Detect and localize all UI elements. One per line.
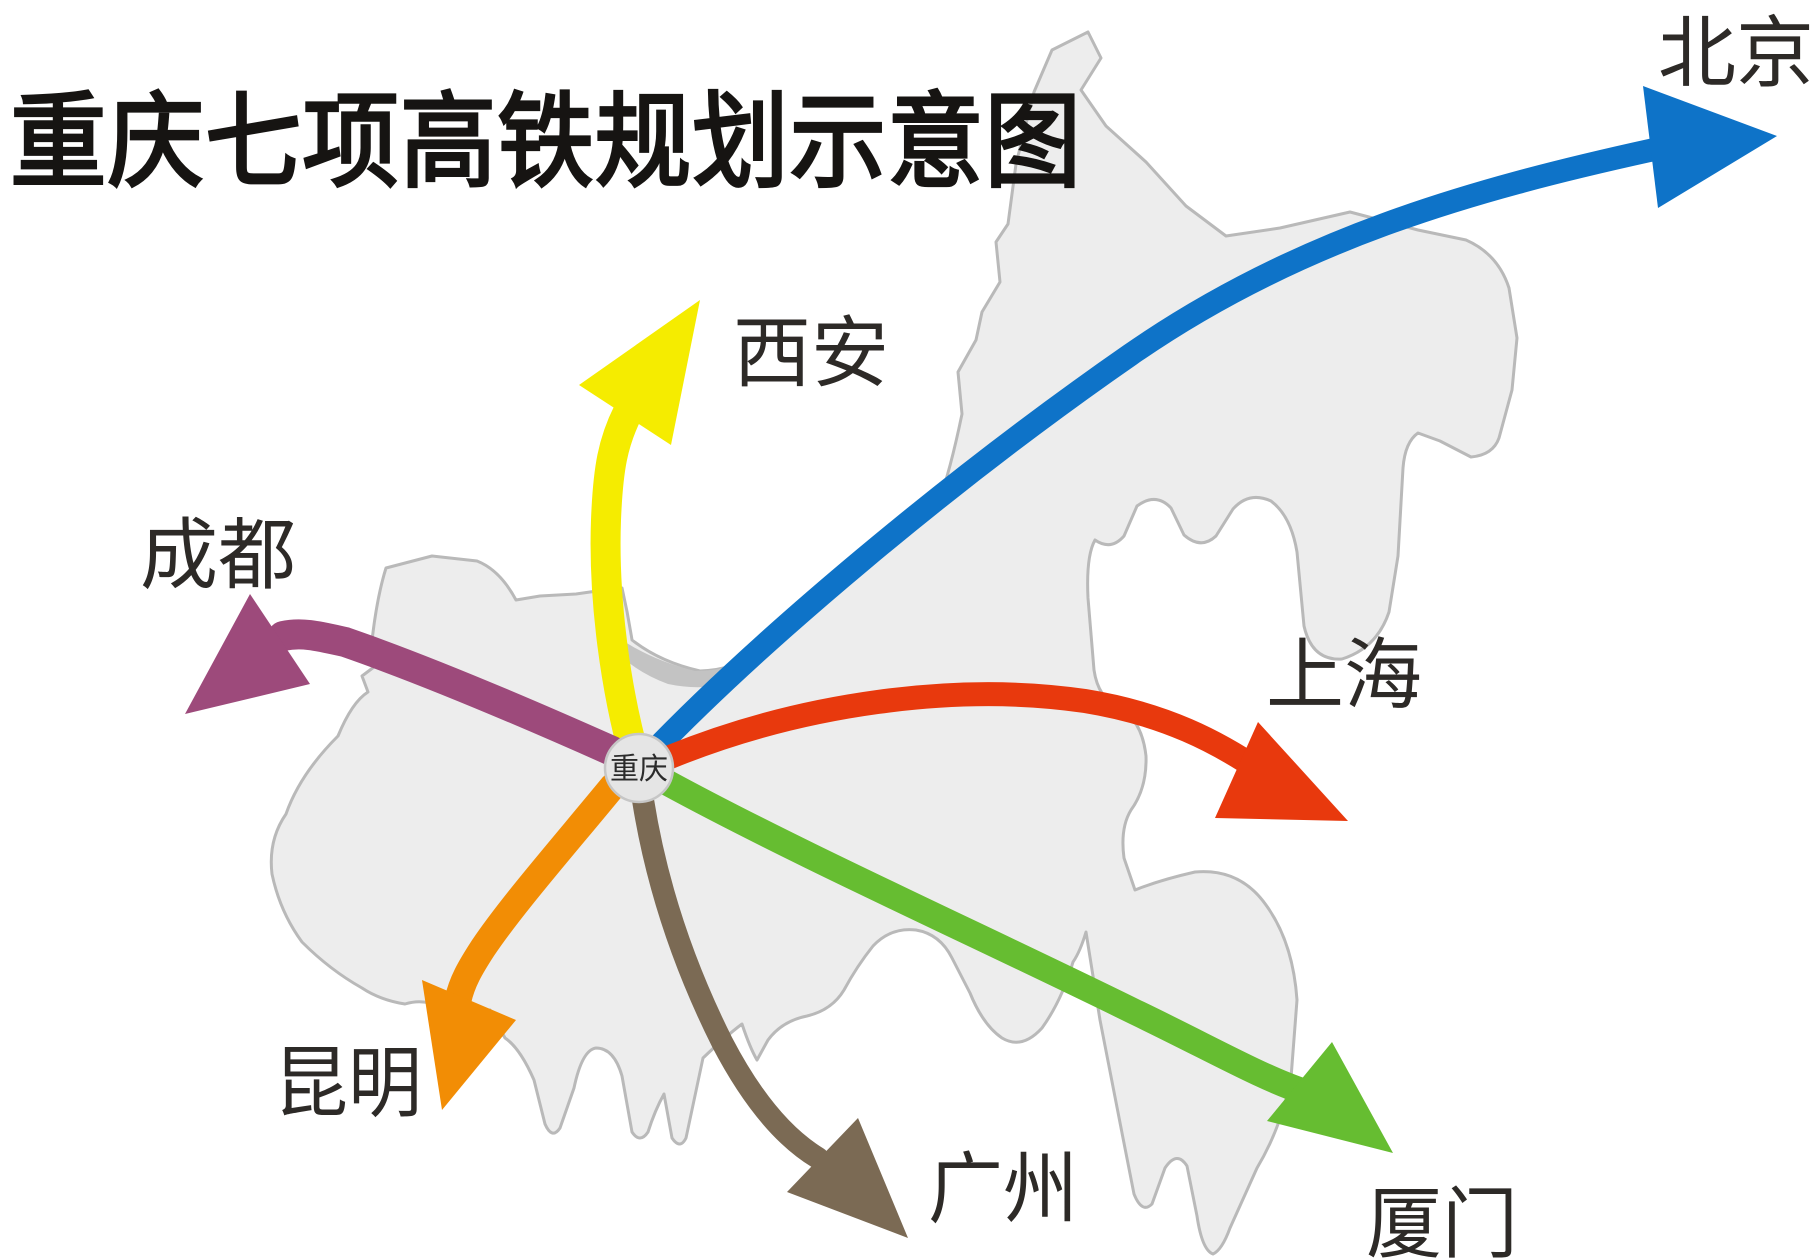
chongqing-map-shape (269, 30, 1519, 1256)
route-chengdu-line (268, 619, 627, 766)
label-shanghai: 上海 (1266, 631, 1422, 721)
route-guangzhou-line (632, 789, 829, 1169)
route-shanghai (658, 682, 1348, 821)
center-node-circle (603, 732, 675, 804)
route-beijing-line (636, 138, 1664, 769)
label-xian: 西安 (733, 309, 889, 399)
route-xian-arrowhead (579, 300, 700, 445)
label-kunming: 昆明 (274, 1039, 422, 1129)
label-beijing: 北京 (1658, 9, 1814, 99)
route-guangzhou (632, 789, 908, 1238)
route-kunming-line (444, 772, 627, 1014)
route-chengdu (185, 594, 627, 766)
route-xian (579, 300, 700, 777)
route-guangzhou-arrowhead (787, 1118, 908, 1238)
center-node: 重庆 (603, 732, 675, 804)
route-shanghai-arrowhead (1215, 722, 1348, 821)
route-xiamen-line (653, 769, 1318, 1105)
route-kunming-arrowhead (422, 980, 516, 1110)
label-chengdu: 成都 (140, 511, 296, 601)
route-xian-line (590, 397, 651, 777)
route-xiamen-arrowhead (1267, 1042, 1393, 1153)
label-guangzhou: 广州 (928, 1145, 1078, 1235)
page-title: 重庆七项高铁规划示意图 (10, 81, 1082, 203)
route-xiamen (653, 769, 1393, 1153)
center-node-label: 重庆 (610, 752, 668, 787)
route-beijing (636, 86, 1777, 769)
route-shanghai-line (658, 682, 1274, 784)
label-xiamen: 厦门 (1366, 1180, 1518, 1260)
route-kunming (422, 772, 627, 1110)
route-chengdu-arrowhead (185, 594, 310, 714)
route-beijing-arrowhead (1643, 86, 1777, 208)
